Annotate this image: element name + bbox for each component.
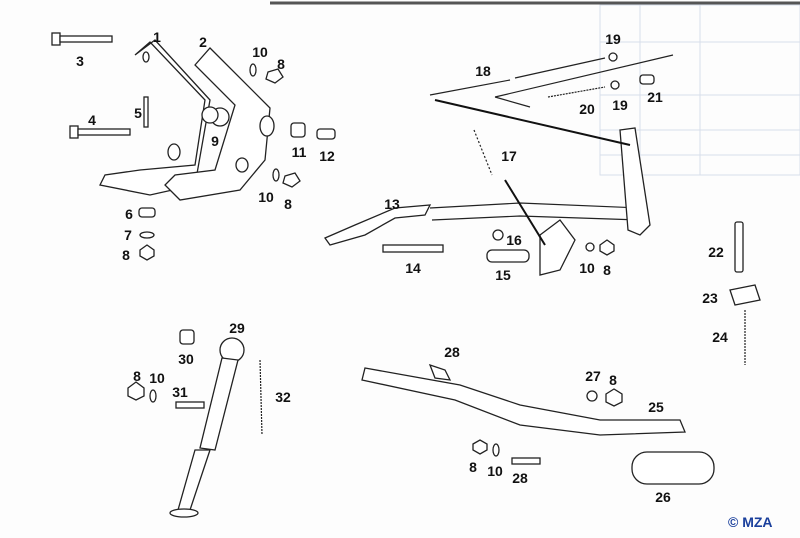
lever-bracket: [539, 219, 576, 276]
callout-3: 3: [76, 53, 84, 69]
sleeve-15: [486, 249, 530, 263]
callout-labels: 1 2 3 4 5 6 7 8 8 8 9 10 10 11 12 13 14 …: [76, 29, 728, 505]
callout-5: 5: [134, 105, 142, 121]
bolt-28: [511, 457, 541, 465]
screw-5: [143, 96, 149, 128]
callout-31: 31: [172, 384, 188, 400]
callout-30: 30: [178, 351, 194, 367]
nut-8: [139, 244, 155, 261]
callout-12: 12: [319, 148, 335, 164]
callout-7: 7: [124, 227, 132, 243]
nut-8: [127, 381, 145, 401]
bolt-4: [69, 125, 131, 139]
nut-8: [605, 388, 623, 407]
footrest-bar-25: [361, 367, 686, 436]
clip-23: [729, 284, 761, 306]
side-stand: [199, 357, 239, 451]
washer-7: [139, 231, 155, 239]
callout-28: 28: [444, 344, 460, 360]
callout-17: 17: [501, 148, 517, 164]
callout-14: 14: [405, 260, 421, 276]
washer-10: [249, 63, 257, 77]
switch-22: [734, 221, 744, 273]
copyright-text: © MZA: [728, 514, 773, 530]
rod-18: [429, 57, 606, 96]
bolt-14: [382, 244, 444, 253]
spring-17: [473, 129, 493, 176]
spring-32: [259, 359, 263, 436]
bolt-31: [175, 401, 205, 409]
bracket-1: [99, 39, 211, 196]
spring-20: [547, 86, 606, 98]
callout-10: 10: [579, 260, 595, 276]
stand-pad: [169, 508, 199, 518]
nut-8: [599, 239, 615, 256]
bushing-12: [316, 128, 336, 140]
washer-10: [585, 242, 595, 252]
linkage-line: [504, 179, 546, 246]
shaft: [429, 202, 641, 221]
callout-4: 4: [88, 112, 96, 128]
guide-lines: [494, 54, 674, 108]
washer-27: [586, 390, 598, 402]
side-stand-foot: [177, 449, 211, 511]
bushing-30: [179, 329, 195, 345]
callout-18: 18: [475, 63, 491, 79]
callout-22: 22: [708, 244, 724, 260]
bolt-3: [51, 32, 113, 46]
callout-19: 19: [605, 31, 621, 47]
callout-21: 21: [647, 89, 663, 105]
lever-arm: [619, 127, 651, 236]
callout-10: 10: [149, 370, 165, 386]
callout-8: 8: [603, 262, 611, 278]
nut-19: [610, 80, 620, 90]
bushing-11: [290, 122, 306, 138]
callout-6: 6: [125, 206, 133, 222]
washer-10: [492, 443, 500, 457]
callout-19: 19: [612, 97, 628, 113]
bushing-6: [138, 207, 156, 218]
callout-25: 25: [648, 399, 664, 415]
callout-15: 15: [495, 267, 511, 283]
nut-8: [282, 172, 301, 188]
nut-8: [472, 439, 488, 455]
washer-10: [272, 168, 280, 182]
callout-23: 23: [702, 290, 718, 306]
callout-26: 26: [655, 489, 671, 505]
pedal-13: [324, 204, 432, 246]
callout-10: 10: [258, 189, 274, 205]
part-21: [639, 74, 655, 85]
callout-11: 11: [292, 144, 307, 160]
callout-8: 8: [469, 459, 477, 475]
callout-28: 28: [512, 470, 528, 486]
callout-16: 16: [506, 232, 522, 248]
callout-10: 10: [252, 44, 268, 60]
nut-8: [265, 68, 284, 84]
grip-26: [631, 451, 715, 485]
bolt-28: [428, 363, 452, 381]
callout-8: 8: [133, 368, 141, 384]
callout-32: 32: [275, 389, 291, 405]
callout-8: 8: [277, 56, 285, 72]
callout-8: 8: [284, 196, 292, 212]
linkage-line: [434, 99, 631, 146]
callout-13: 13: [384, 196, 400, 212]
callout-2: 2: [199, 34, 207, 50]
callout-9: 9: [211, 133, 219, 149]
callout-20: 20: [579, 101, 595, 117]
nut-19: [608, 52, 618, 62]
washer-16: [492, 229, 504, 241]
callout-24: 24: [712, 329, 728, 345]
callout-27: 27: [585, 368, 601, 384]
callout-10: 10: [487, 463, 503, 479]
callout-1: 1: [153, 29, 161, 45]
callout-8: 8: [122, 247, 130, 263]
washer-10: [149, 389, 157, 403]
bracket-2: [164, 47, 275, 201]
callout-8: 8: [609, 372, 617, 388]
callout-29: 29: [229, 320, 245, 336]
